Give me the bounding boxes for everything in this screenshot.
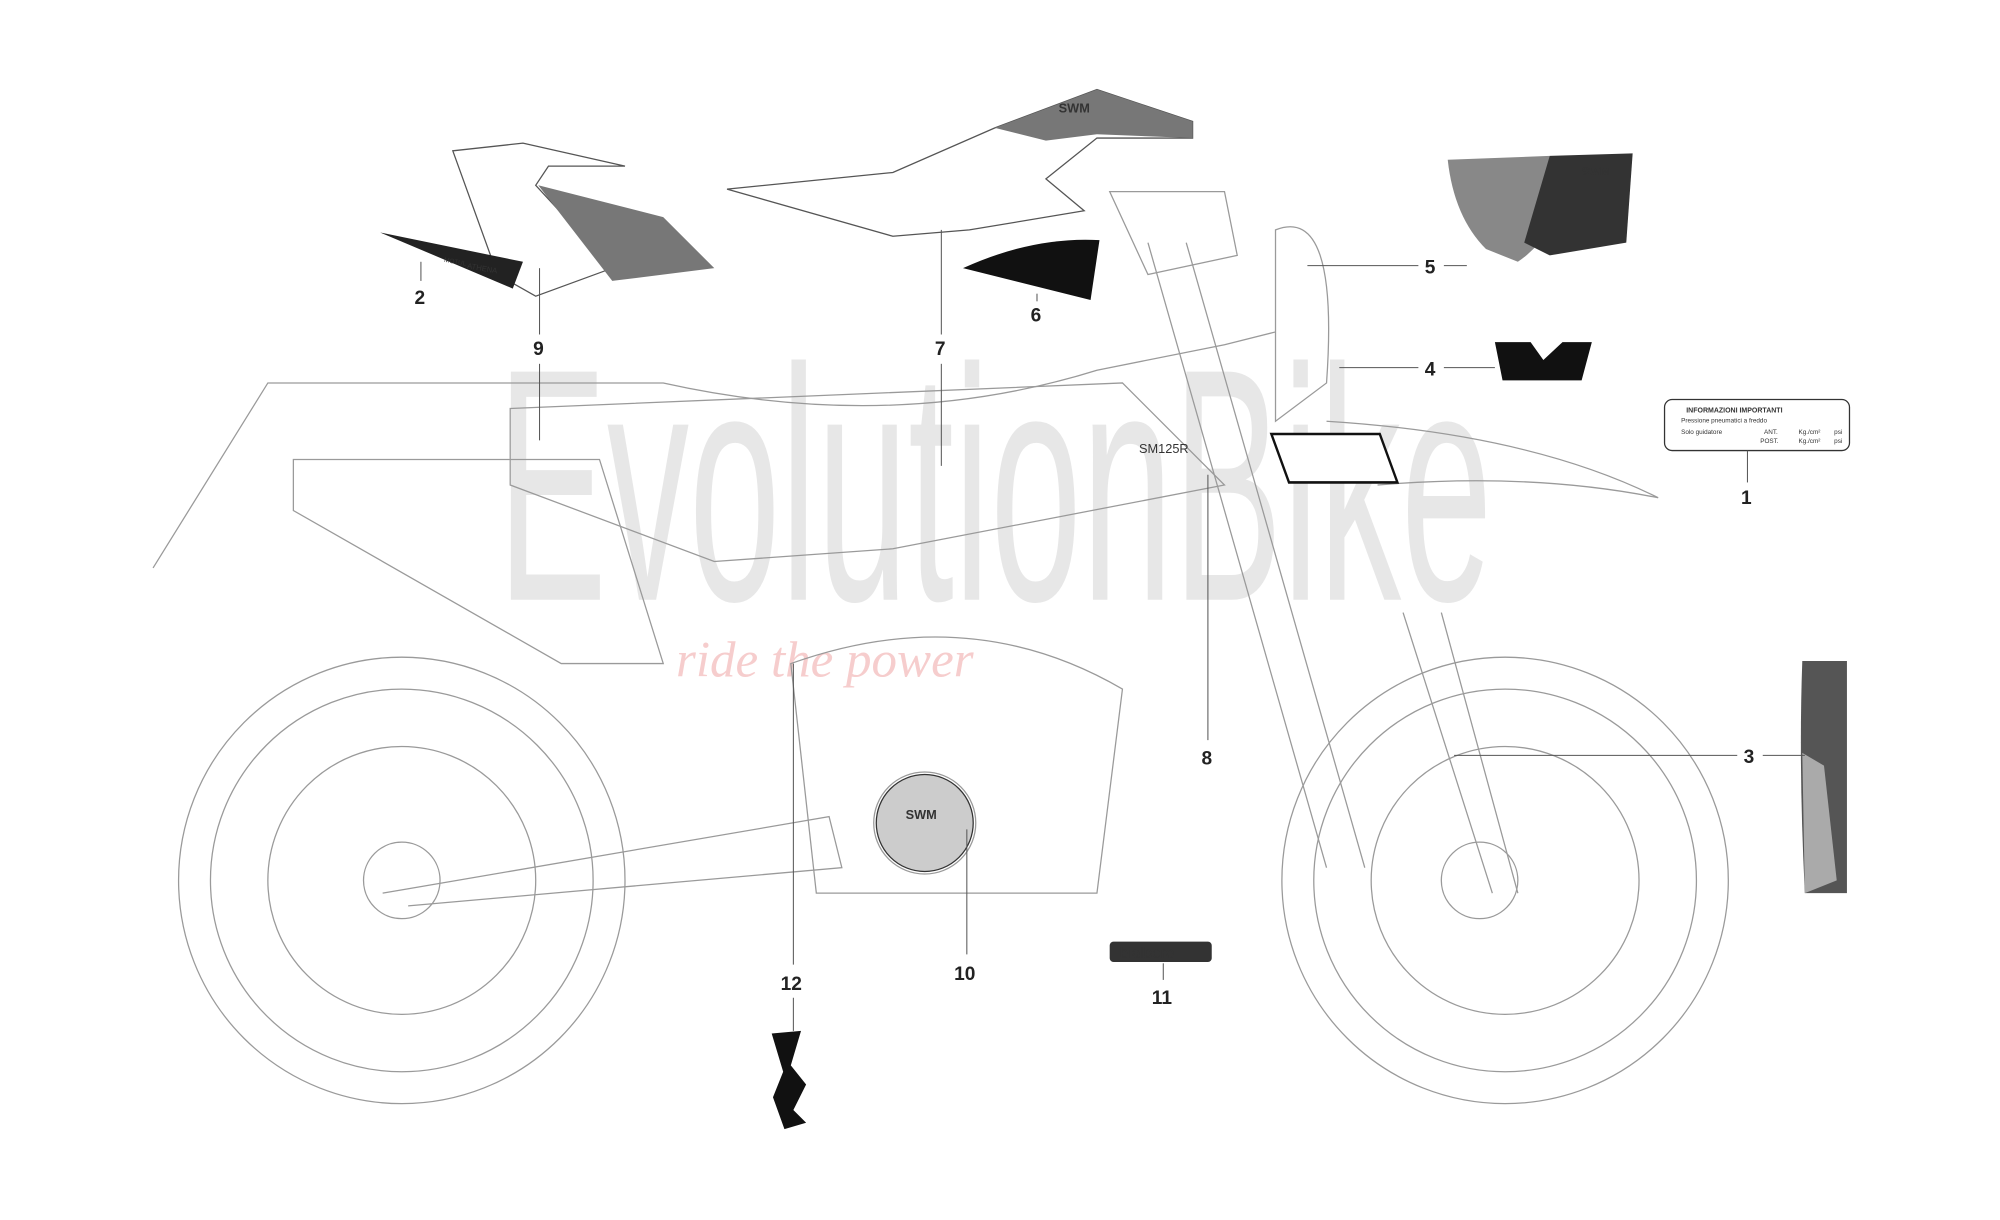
decal-2 [380,232,523,289]
decal-9-stripe [538,185,715,281]
info-label-1: INFORMAZIONI IMPORTANTI Pressione pneuma… [1663,398,1851,452]
decal-4 [1494,342,1592,381]
callout-11: 11 [1152,988,1173,1009]
decal-5-right [1524,153,1633,256]
swm-logo-5: SWM [1582,166,1610,178]
swm-logo-7: SWM [1059,101,1090,116]
callout-6: 6 [1031,306,1042,327]
callout-numbers: 1 2 3 4 5 6 7 8 9 10 11 12 [415,257,1755,1009]
model-badge-text: SM125R [1139,441,1189,456]
callout-7: 7 [935,339,946,360]
info-unit-psi-rear: psi [1834,438,1842,445]
decal-3-stripe [1802,752,1837,894]
info-title: INFORMAZIONI IMPORTANTI [1686,407,1782,414]
info-unit-kg-front: Kg./cm² [1798,429,1820,436]
clutch-cover-decal-10 [875,773,974,873]
callout-3: 3 [1744,747,1755,768]
sticker-11 [1109,941,1212,963]
swm-logo-10: SWM [906,807,937,822]
info-rider: Solo guidatore [1681,429,1722,436]
info-unit-psi-front: psi [1834,429,1842,436]
callout-4: 4 [1425,359,1436,380]
info-front: ANT. [1764,429,1778,436]
watermark-tagline: ride the power [676,632,974,688]
watermark-text: EvolutionBike [497,301,1492,671]
callout-2: 2 [415,288,426,309]
info-unit-kg-rear: Kg./cm² [1798,438,1820,445]
leader-lines [420,229,1805,1031]
callout-12: 12 [781,974,802,995]
callout-9: 9 [533,339,544,360]
decal-6 [963,239,1100,301]
callout-5: 5 [1425,257,1436,278]
info-subtitle: Pressione pneumatici a freddo [1681,417,1767,424]
model-badge-8 [1269,432,1400,484]
callout-8: 8 [1202,748,1213,769]
motorcycle-outline [152,190,1729,1105]
info-rear: POST. [1760,438,1779,445]
sticker-2-motul: MOTUL [444,257,468,268]
decal-12 [771,1030,807,1130]
sticker-11-text: bialbero [1120,945,1174,962]
callout-10: 10 [954,964,975,985]
decal-5 [1447,155,1550,262]
callout-1: 1 [1741,488,1752,509]
decal-7-graphic [994,89,1193,141]
